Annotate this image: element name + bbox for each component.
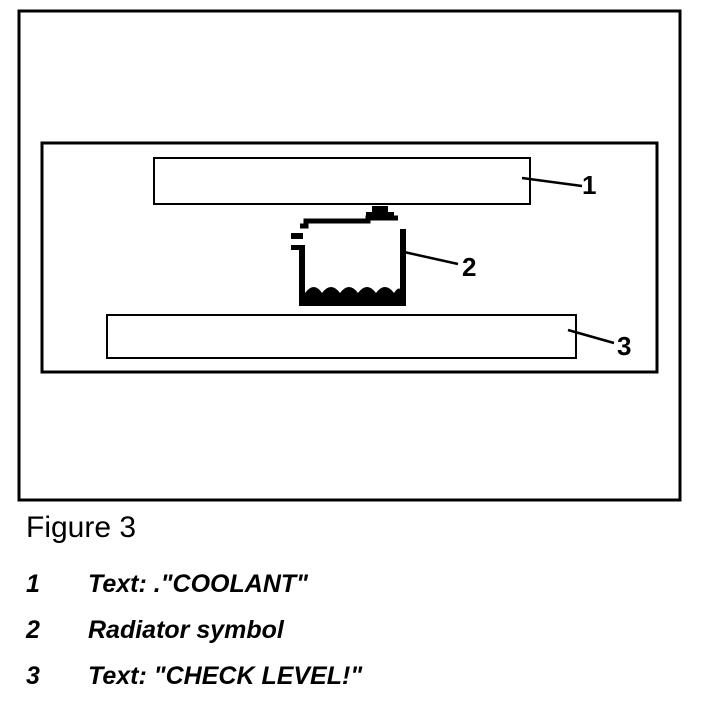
legend-text: Text: "CHECK LEVEL!" (88, 662, 363, 690)
display-diagram: 1 2 3 (17, 9, 682, 502)
legend-item: 3 Text: "CHECK LEVEL!" (26, 662, 362, 708)
legend-number: 3 (26, 662, 40, 690)
callout-1: 1 (582, 170, 596, 200)
callout-2: 2 (462, 252, 476, 282)
legend-item: 2 Radiator symbol (26, 616, 362, 662)
legend-item: 1 Text: ."COOLANT" (26, 570, 362, 616)
outer-frame (17, 9, 682, 502)
leader-line-1 (521, 176, 583, 188)
legend-number: 1 (26, 570, 40, 598)
text-field-coolant (153, 157, 531, 205)
legend-text: Text: ."COOLANT" (88, 570, 308, 598)
radiator-icon (291, 206, 406, 306)
text-field-check-level (106, 314, 577, 359)
leader-line-2 (403, 250, 459, 266)
figure-title: Figure 3 (26, 511, 137, 544)
legend: 1 Text: ."COOLANT" 2 Radiator symbol 3 T… (26, 570, 362, 708)
legend-number: 2 (26, 616, 40, 644)
display-panel (40, 141, 659, 374)
legend-text: Radiator symbol (88, 616, 284, 644)
leader-line-3 (567, 328, 615, 345)
callout-3: 3 (617, 331, 631, 361)
